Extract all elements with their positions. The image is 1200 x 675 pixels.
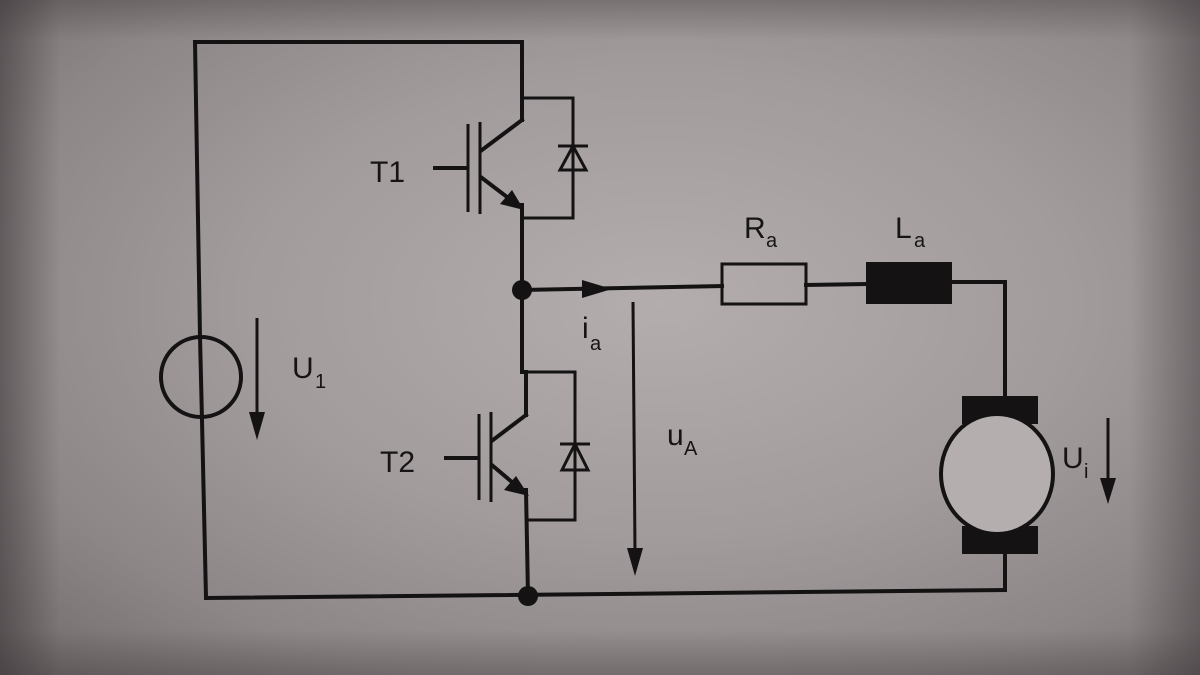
svg-text:A: A: [684, 438, 698, 460]
svg-text:a: a: [914, 230, 926, 252]
transistor-t2: [444, 412, 529, 502]
svg-text:i: i: [1084, 461, 1088, 483]
label-ia: i a: [582, 312, 602, 355]
ui-voltage-arrow: [1100, 418, 1116, 504]
transistor-t1: [433, 117, 525, 214]
label-la: L a: [895, 212, 926, 252]
svg-text:a: a: [590, 333, 602, 355]
label-u1: U 1: [292, 352, 326, 393]
label-ui: U i: [1062, 442, 1088, 483]
svg-text:u: u: [667, 419, 684, 452]
u1-voltage-arrow: [249, 318, 265, 440]
resistor-ra: [720, 262, 808, 306]
label-t2: T2: [380, 446, 415, 479]
ground-node: [518, 586, 538, 606]
supply-wires: [192, 39, 1008, 601]
svg-text:U: U: [1062, 442, 1084, 475]
svg-text:L: L: [895, 212, 912, 245]
svg-text:R: R: [744, 212, 766, 245]
freewheel-diode-t2: [526, 370, 591, 522]
ua-voltage-arrow: [627, 301, 643, 576]
label-t1: T1: [370, 156, 405, 189]
t2-collector-emitter-wire: [523, 370, 531, 599]
label-ra: R a: [744, 212, 778, 252]
freewheel-diode-t1: [522, 96, 589, 220]
svg-text:1: 1: [315, 371, 326, 393]
label-ua: u A: [667, 419, 698, 460]
svg-text:a: a: [766, 230, 778, 252]
output-wire: [519, 280, 1007, 592]
voltage-source-u1: [159, 334, 243, 423]
inductor-la: [866, 262, 952, 304]
current-arrow-ia: [582, 280, 612, 298]
svg-text:i: i: [582, 312, 589, 345]
svg-text:U: U: [292, 352, 314, 385]
dc-motor: [939, 396, 1055, 554]
